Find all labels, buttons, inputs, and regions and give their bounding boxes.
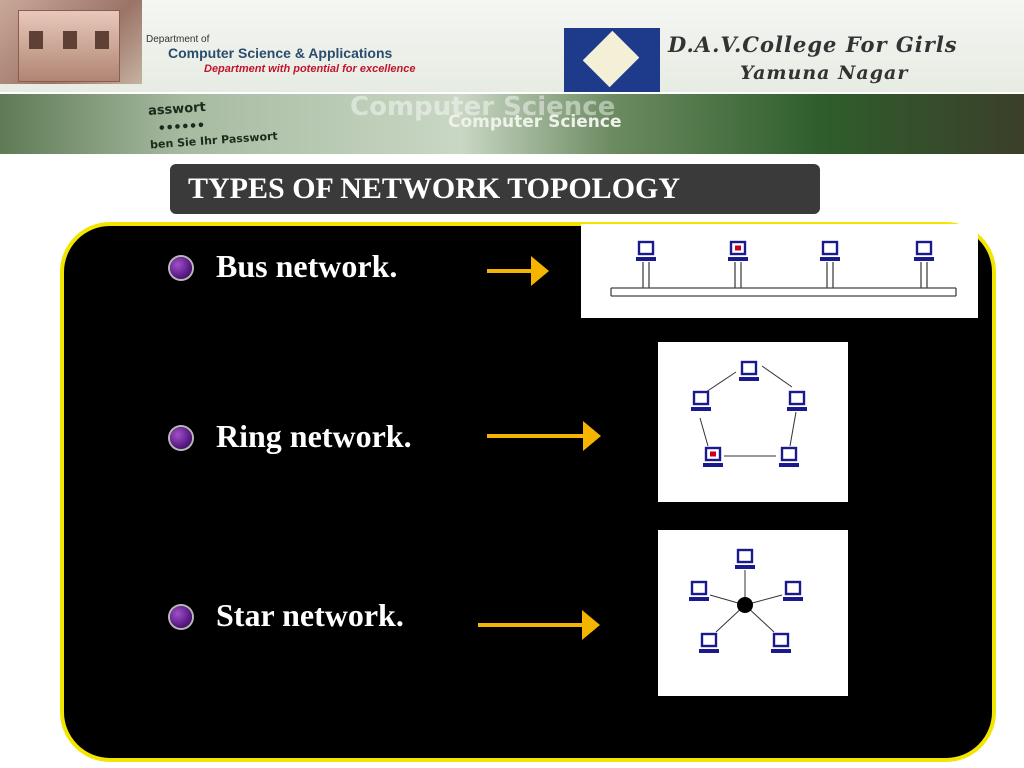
computer-icon [699, 632, 719, 653]
bullet-icon [170, 257, 192, 279]
computer-icon [703, 446, 723, 467]
arrow-icon [478, 610, 600, 640]
slide-title-box: TYPES OF NETWORK TOPOLOGY [170, 164, 820, 214]
watermark-text: Computer Science [350, 94, 616, 122]
window-shape [63, 31, 77, 49]
bus-drop-line [920, 262, 928, 288]
arrow-icon [487, 421, 601, 451]
bus-network-label: Bus network. [216, 248, 398, 284]
computer-icon [914, 240, 934, 261]
bullet-icon [170, 427, 192, 449]
computer-icon [739, 360, 759, 381]
star-hub [737, 597, 753, 613]
computer-icon [787, 390, 807, 411]
banner-subtitle: Computer Science [448, 112, 622, 132]
building-facade [18, 10, 120, 82]
star-network-label: Star network. [216, 597, 404, 633]
college-location: Yamuna Nagar [740, 62, 909, 84]
password-dots: •••••• [157, 118, 206, 137]
ring-network-label: Ring network. [216, 418, 412, 454]
computer-icon [779, 446, 799, 467]
computer-science-banner: asswort •••••• ben Sie Ihr Passwort Comp… [0, 94, 1024, 154]
computer-icon [689, 580, 709, 601]
computer-icon [820, 240, 840, 261]
department-of-label: Department of [146, 34, 210, 45]
header-banner: Department of Computer Science & Applica… [0, 0, 1024, 92]
computer-icon [783, 580, 803, 601]
computer-icon [771, 632, 791, 653]
window-shape [29, 31, 43, 49]
star-topology-diagram [658, 530, 848, 696]
computer-icon [691, 390, 711, 411]
department-tagline: Department with potential for excellence [204, 63, 416, 75]
arrow-icon [487, 256, 549, 286]
bullet-icon [170, 606, 192, 628]
bus-drop-line [642, 262, 650, 288]
college-logo [564, 28, 660, 92]
computer-icon [728, 240, 748, 261]
college-name: D.A.V.College For Girls [668, 32, 958, 57]
bus-backbone [610, 287, 957, 297]
bus-drop-line [826, 262, 834, 288]
computer-icon [735, 548, 755, 569]
password-label: asswort [147, 100, 207, 119]
window-shape [95, 31, 109, 49]
department-name: Computer Science & Applications [168, 45, 393, 61]
bus-topology-diagram [581, 224, 978, 318]
college-building-photo [0, 0, 142, 84]
ring-topology-diagram [658, 342, 848, 502]
ring-links [699, 365, 797, 457]
computer-icon [636, 240, 656, 261]
bus-drop-line [734, 262, 742, 288]
slide-title: TYPES OF NETWORK TOPOLOGY [188, 172, 681, 205]
